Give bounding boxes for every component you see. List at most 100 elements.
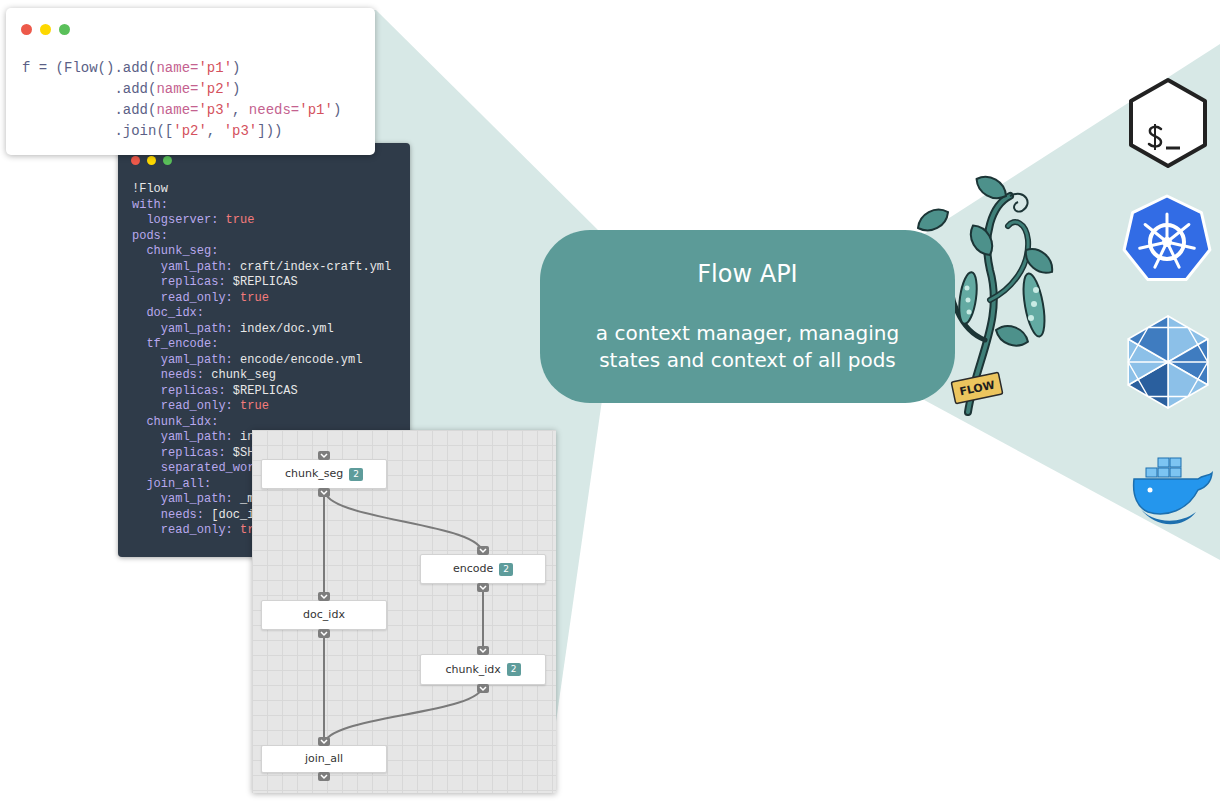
replica-badge: 2	[499, 563, 513, 576]
code-token: name=	[156, 81, 198, 97]
container-stack	[1146, 458, 1181, 477]
code-token: yaml_path:	[161, 322, 233, 336]
pea-pod	[1020, 272, 1049, 338]
code-token: yaml_path:	[161, 430, 233, 444]
code-token: ]))	[257, 123, 282, 139]
code-token: )	[232, 81, 240, 97]
chevron-line	[321, 632, 327, 635]
port-chevron	[477, 583, 489, 592]
port-chevron	[318, 592, 330, 601]
yaml-line: yaml_path: encode/encode.yml	[132, 353, 410, 369]
replica-badge: 2	[507, 663, 521, 676]
pea	[967, 310, 972, 315]
code-token: ,	[232, 102, 249, 118]
pod-port	[318, 737, 330, 746]
code-token: ,	[207, 123, 224, 139]
code-token: true	[233, 291, 269, 305]
code-token: 'p2'	[173, 123, 207, 139]
code-token: chunk_seg	[204, 368, 276, 382]
pea-pod	[956, 271, 979, 325]
code-token: 'p2'	[198, 81, 232, 97]
port-chevron	[477, 684, 489, 693]
code-token: !Flow	[132, 182, 168, 196]
pod-port	[477, 583, 489, 592]
code-token	[132, 213, 146, 227]
mesh-inner-hexagon	[1128, 328, 1208, 397]
plant-branch	[990, 222, 1028, 300]
pod-node: chunk_seg2	[261, 459, 387, 489]
helm-spoke	[1140, 242, 1167, 248]
code-token: )	[333, 102, 341, 118]
plant-tendril	[1010, 194, 1028, 212]
code-token: f = (Flow().add(	[22, 60, 156, 76]
window-dot	[131, 156, 140, 165]
code-token	[132, 430, 161, 444]
code-window: f = (Flow().add(name='p1') .add(name='p2…	[6, 8, 375, 155]
mesh-triangle	[1128, 316, 1168, 362]
port-chevron	[318, 629, 330, 638]
code-token: replicas:	[161, 384, 226, 398]
container	[1170, 458, 1181, 467]
code-token	[132, 508, 161, 522]
pod-label: doc_idx	[303, 608, 345, 622]
pod-content: doc_idx	[303, 608, 345, 622]
yaml-line: read_only: true	[132, 291, 410, 307]
pea	[1031, 301, 1037, 307]
code-token: needs=	[249, 102, 299, 118]
pod-node: chunk_idx2	[420, 654, 546, 685]
code-token	[132, 337, 146, 351]
code-token: separated_wor	[161, 461, 255, 475]
container	[1170, 468, 1181, 477]
yaml-line: chunk_idx:	[132, 415, 410, 431]
right-funnel	[915, 44, 1220, 560]
pod-port	[318, 592, 330, 601]
box-description: a context manager, managing states and c…	[573, 320, 923, 374]
flow-tag-sign	[951, 372, 1003, 403]
pea	[1033, 287, 1039, 293]
code-token: pods:	[132, 229, 168, 243]
pod-label: chunk_seg	[285, 467, 343, 481]
code-token	[132, 306, 146, 320]
code-token	[132, 368, 161, 382]
code-token	[132, 461, 161, 475]
port-chevron	[318, 451, 330, 460]
plant-branch	[990, 222, 1028, 300]
plant-leaf	[914, 204, 952, 236]
pod-content: chunk_seg2	[285, 467, 363, 481]
pod-port	[318, 629, 330, 638]
whale-body	[1134, 473, 1212, 514]
code-token	[132, 523, 161, 537]
hexagon-mesh-icon	[1128, 316, 1208, 408]
mesh-triangle	[1168, 362, 1208, 408]
yaml-line: tf_encode:	[132, 337, 410, 353]
plant-leaf	[1020, 243, 1058, 279]
chevron-line	[321, 491, 327, 494]
code-token: craft/index-craft.yml	[233, 260, 391, 274]
container	[1158, 468, 1169, 477]
window-dot	[21, 24, 32, 35]
flow-api-box: Flow APIa context manager, managing stat…	[540, 230, 955, 403]
cursor-glyph	[1166, 147, 1180, 150]
code-token: $REPLICAS	[226, 384, 298, 398]
port-chevron	[477, 646, 489, 655]
port-chevron	[477, 546, 489, 555]
pod-node: encode2	[420, 554, 546, 584]
code-token: index/doc.yml	[233, 322, 334, 336]
code-token: .add(	[22, 102, 156, 118]
code-token	[132, 384, 161, 398]
container	[1146, 468, 1157, 477]
code-token	[132, 244, 146, 258]
yaml-line: yaml_path: index/doc.yml	[132, 322, 410, 338]
code-token: true	[233, 399, 269, 413]
code-token: tf_encode:	[146, 337, 218, 351]
code-token: [doc_i	[204, 508, 254, 522]
port-chevron	[318, 737, 330, 746]
mesh-line	[1128, 361, 1208, 363]
pod-port	[477, 646, 489, 655]
code-token: $REPLICAS	[226, 275, 298, 289]
helm-spoke	[1167, 242, 1179, 267]
yaml-line: with:	[132, 198, 410, 214]
plant-leaf	[972, 171, 1010, 204]
chevron-line	[480, 687, 486, 690]
